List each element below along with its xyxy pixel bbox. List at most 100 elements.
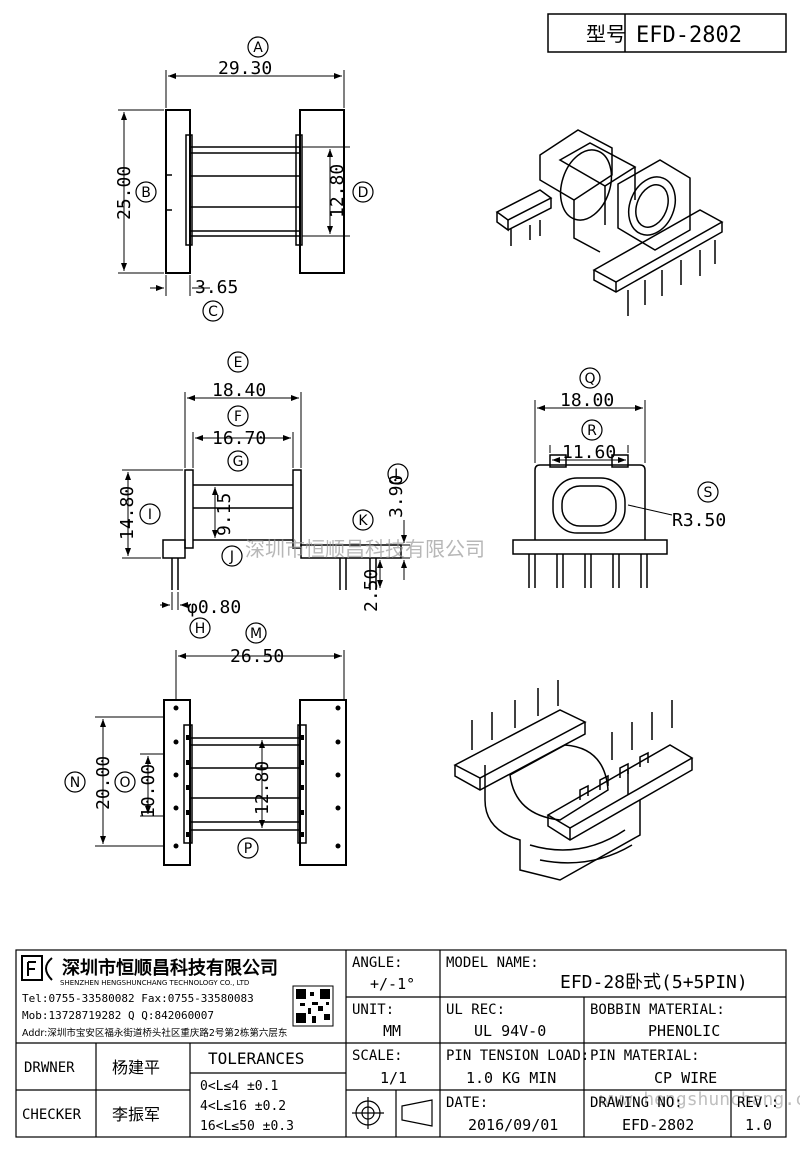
dim-E-letter: E [234, 355, 243, 371]
drawing-no-label: DRAWING NO: [590, 1095, 683, 1111]
dim-K-letter: K [358, 513, 368, 529]
watermark-text: 深圳市恒顺昌科技有限公司 [245, 537, 485, 561]
ul-rec-label: UL REC: [446, 1002, 505, 1018]
dim-O-letter: O [119, 775, 130, 791]
projection-symbol [352, 1097, 433, 1129]
dim-C-circle [202, 300, 224, 322]
dim-B-letter: B [141, 185, 151, 201]
dim-F-value: 16.70 [212, 428, 266, 449]
dim-N-circle [64, 771, 86, 793]
top-view [165, 109, 345, 274]
dim-N-letter: N [70, 775, 80, 791]
company-tel: Tel:0755-33580082 Fax:0755-33580083 [22, 992, 254, 1005]
dim-H-circle [189, 617, 211, 639]
date-label: DATE: [446, 1095, 488, 1111]
dim-R-circle [581, 419, 603, 441]
dim-E-circle [227, 351, 249, 373]
dim-M-letter: M [250, 626, 262, 642]
dim-R-value: 11.60 [562, 442, 616, 463]
dim-J-circle [221, 545, 243, 567]
model-name-label: MODEL NAME: [446, 955, 539, 971]
dim-E-value: 18.40 [212, 380, 266, 401]
date-value: 2016/09/01 [468, 1116, 558, 1134]
unit-label: UNIT: [352, 1002, 394, 1018]
dim-L-value: 3.90 [386, 475, 407, 518]
dim-S-value: R3.50 [672, 510, 726, 531]
tolerances-title: TOLERANCES [208, 1049, 304, 1068]
angle-value: +/-1° [370, 975, 415, 993]
drawing-no-value: EFD-2802 [622, 1116, 694, 1134]
dim-C-value: 3.65 [195, 277, 238, 298]
tolerance-row-2: 4<L≤16 ±0.2 [200, 1099, 286, 1114]
dim-F-letter: F [234, 409, 242, 425]
company-addr: Addr:深圳市宝安区福永街道桥头社区重庆路2号第2栋第六层东 [22, 1027, 287, 1039]
drawer-label: DRWNER [24, 1060, 75, 1076]
pin-material-value: CP WIRE [654, 1069, 717, 1087]
dim-P-letter: P [244, 841, 252, 857]
dim-S-letter: S [704, 485, 713, 501]
dim-O-value: 10.00 [138, 764, 159, 818]
header-box [547, 13, 787, 53]
title-block-grid [15, 949, 787, 1138]
iso-view-1 [495, 129, 724, 316]
tolerance-row-1: 0<L≤4 ±0.1 [200, 1079, 278, 1094]
checker-label: CHECKER [22, 1107, 82, 1123]
watermark-url: www.hengshunchang.com [600, 1089, 800, 1110]
dim-M-value: 26.50 [230, 646, 284, 667]
bottom-view [163, 699, 347, 866]
dim-G-value: 9.15 [214, 493, 235, 536]
dim-C-letter: C [208, 304, 218, 320]
header-model-label: 型号 [586, 22, 626, 46]
dim-L-circle [387, 463, 409, 485]
dim-B-value: 25.00 [114, 166, 135, 220]
dim-N-value: 20.00 [93, 756, 114, 810]
dim-P-circle [237, 837, 259, 859]
dim-I-letter: I [148, 507, 152, 523]
pin-tension-value: 1.0 KG MIN [466, 1069, 556, 1087]
drawer-value: 杨建平 [112, 1058, 160, 1077]
dim-P-value: 12.80 [252, 761, 273, 815]
dim-M-circle [245, 622, 267, 644]
dim-I-circle [139, 503, 161, 525]
front-view [162, 469, 402, 590]
model-name-value: EFD-28卧式(5+5PIN) [560, 972, 748, 993]
company-logo [21, 955, 53, 981]
dim-B-circle [135, 181, 157, 203]
dim-D-letter: D [358, 185, 369, 201]
company-name-en: SHENZHEN HENGSHUNCHANG TECHNOLOGY CO., L… [60, 979, 249, 987]
qr-code [292, 985, 334, 1027]
bobbin-material-value: PHENOLIC [648, 1022, 720, 1040]
company-mob: Mob:13728719282 Q Q:842060007 [22, 1009, 214, 1022]
dim-D-value: 12.80 [327, 164, 348, 218]
dim-H-letter: H [195, 621, 206, 637]
company-name-cn: 深圳市恒顺昌科技有限公司 [62, 957, 278, 979]
scale-label: SCALE: [352, 1048, 403, 1064]
dim-S-circle [697, 481, 719, 503]
tolerance-row-3: 16<L≤50 ±0.3 [200, 1119, 294, 1134]
ul-rec-value: UL 94V-0 [474, 1022, 546, 1040]
dim-I-value: 14.80 [117, 486, 138, 540]
dim-G-letter: G [233, 454, 244, 470]
dim-K-circle [352, 509, 374, 531]
dim-R-letter: R [587, 423, 597, 439]
rev-value: 1.0 [745, 1116, 772, 1134]
checker-value: 李振军 [112, 1105, 160, 1124]
dim-J-letter: J [229, 549, 234, 565]
pin-material-label: PIN MATERIAL: [590, 1048, 700, 1064]
unit-value: MM [383, 1022, 401, 1040]
side-view [512, 454, 668, 588]
dim-Q-letter: Q [584, 371, 595, 387]
dim-G-circle [227, 450, 249, 472]
dim-D-circle [352, 181, 374, 203]
scale-value: 1/1 [380, 1069, 407, 1087]
dim-Q-value: 18.00 [560, 390, 614, 411]
iso-view-2 [453, 680, 694, 881]
header-model-value: EFD-2802 [636, 23, 742, 48]
dim-Q-circle [579, 367, 601, 389]
dim-L-letter: L [394, 467, 402, 483]
dim-O-circle [114, 771, 136, 793]
angle-label: ANGLE: [352, 955, 403, 971]
dim-F-circle [227, 405, 249, 427]
